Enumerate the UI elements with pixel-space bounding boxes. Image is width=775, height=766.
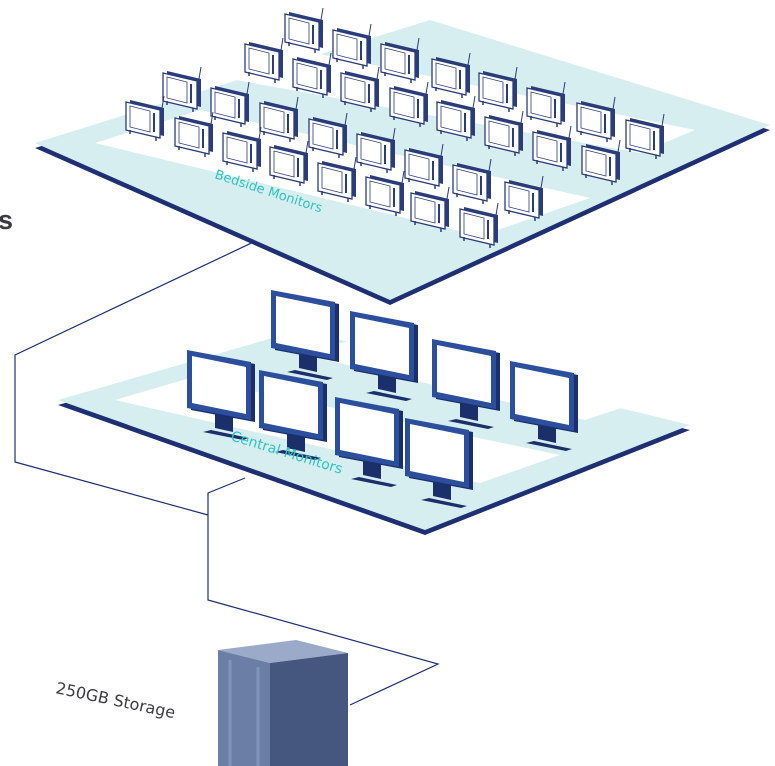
bedside-monitor-icon <box>532 125 572 171</box>
bedside-monitor-icon <box>269 140 309 186</box>
bedside-monitor-icon <box>174 111 214 157</box>
bedside-monitor-icon <box>292 52 332 98</box>
connection-wires <box>14 219 440 706</box>
bedside-monitor-icon <box>308 112 348 158</box>
bedside-monitor-icon <box>332 23 372 69</box>
bedside-monitor-icon <box>526 81 566 127</box>
central-monitor-icon <box>335 397 403 487</box>
bedside-monitor-icon <box>478 66 518 112</box>
bedside-monitor-icon <box>317 156 357 202</box>
bedside-monitor-icon <box>365 170 405 216</box>
bedside-monitor-icon <box>210 81 250 127</box>
bedside-monitor-icon <box>222 126 262 172</box>
bedside-monitor-icon <box>459 202 499 248</box>
central-monitor-icon <box>510 361 578 451</box>
central-monitor-icon <box>350 311 418 401</box>
bedside-monitor-icon <box>356 127 396 173</box>
storage-label: 250GB Storage <box>54 678 177 722</box>
bedside-monitor-icon <box>504 175 544 221</box>
wire-central-to-storage <box>207 477 440 706</box>
bedside-monitor-icon <box>436 95 476 141</box>
bedside-monitor-icon <box>431 52 471 98</box>
bedside-monitor-icon <box>389 81 429 127</box>
storage-server-icon <box>218 640 348 766</box>
central-monitor-icon <box>259 370 327 460</box>
central-monitor-group <box>187 290 578 508</box>
central-monitor-icon <box>187 350 255 440</box>
bedside-monitor-icon <box>259 96 299 142</box>
bedside-monitor-icon <box>125 95 165 141</box>
bedside-monitor-icon <box>410 186 450 232</box>
bedside-monitor-icon <box>484 110 524 156</box>
central-monitor-icon <box>405 418 473 508</box>
bedside-monitor-icon <box>625 113 665 159</box>
bedside-monitor-icon <box>576 96 616 142</box>
bedside-monitor-group <box>125 7 665 248</box>
central-monitor-icon <box>432 339 500 429</box>
bedside-monitor-icon <box>404 143 444 189</box>
bedside-monitor-icon <box>581 139 621 185</box>
central-monitor-icon <box>271 290 339 380</box>
bedside-monitor-icon <box>244 37 284 83</box>
bedside-monitor-icon <box>380 37 420 83</box>
bedside-monitor-icon <box>162 66 202 112</box>
wire-bedside-to-central <box>14 219 301 516</box>
bedside-monitor-icon <box>284 7 324 53</box>
bedside-monitor-icon <box>340 66 380 112</box>
bedside-monitor-icon <box>452 158 492 204</box>
partial-heading: s <box>0 205 14 235</box>
